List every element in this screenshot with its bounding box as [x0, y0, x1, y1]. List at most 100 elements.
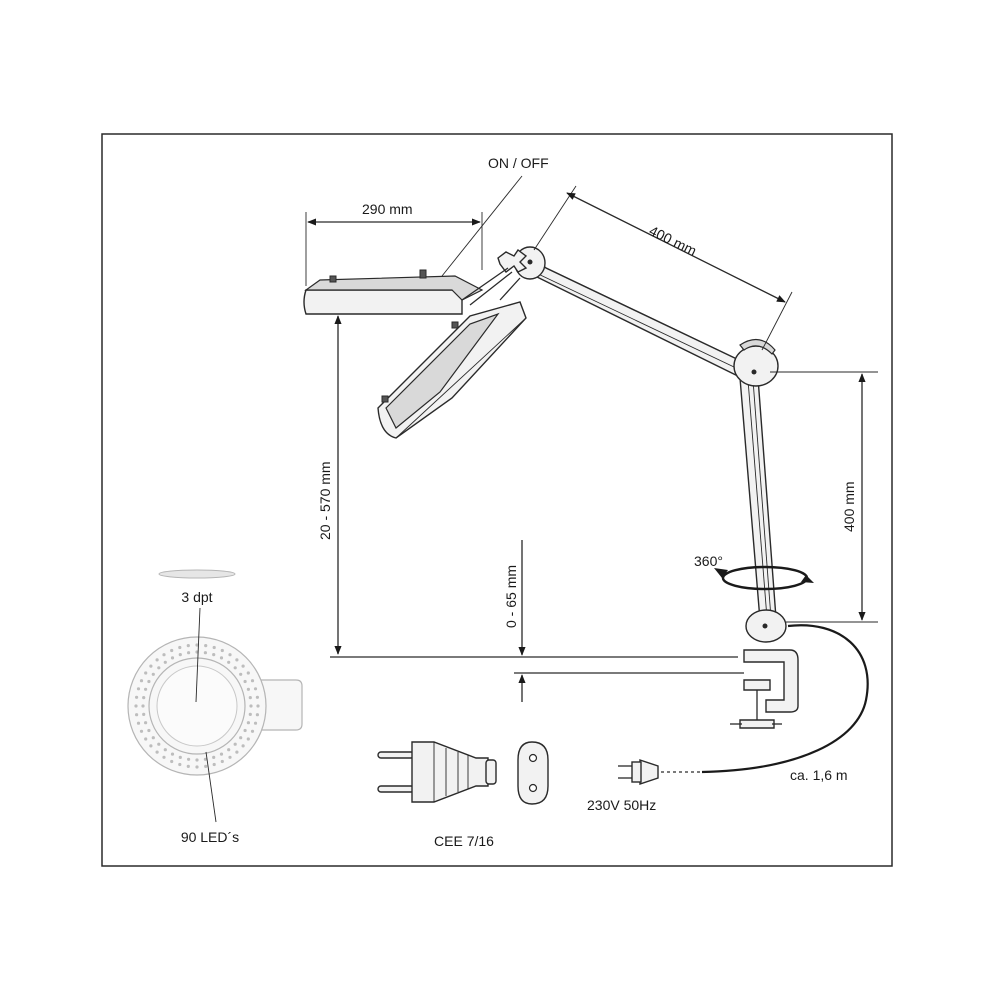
led-dot [243, 728, 247, 733]
led-dot [233, 666, 237, 670]
leds-label: 90 LED´s [181, 829, 239, 845]
led-dot [170, 752, 175, 756]
led-dot [178, 653, 182, 657]
lamp-head-horizontal [303, 267, 513, 315]
led-dot [134, 704, 138, 708]
led-dot [157, 666, 161, 670]
led-dot [147, 728, 151, 733]
led-dot [144, 687, 148, 691]
lamp-head-tilted [377, 277, 527, 439]
led-dot [227, 748, 231, 752]
led-dot [212, 653, 216, 657]
led-dot [255, 695, 259, 699]
led-dot [139, 679, 144, 683]
led-dot [141, 704, 145, 708]
led-dot [228, 755, 232, 759]
led-dot [195, 643, 199, 647]
led-dot [178, 645, 182, 650]
led-dot [220, 759, 224, 764]
dim-height [320, 313, 738, 658]
led-dot [219, 656, 224, 660]
led-dot [239, 672, 243, 676]
led-dot [136, 687, 141, 691]
switch-label: ON / OFF [488, 155, 549, 171]
led-dot [136, 721, 141, 725]
lens-side-icon [158, 569, 236, 579]
led-dot [241, 744, 245, 748]
dim-clamp [514, 540, 744, 702]
small-plug [618, 759, 659, 785]
led-dot [135, 695, 139, 699]
led-dot [142, 712, 146, 717]
led-dot [151, 736, 155, 740]
lower-arm-label: 400 mm [841, 481, 857, 532]
led-dot [212, 762, 216, 767]
led-dot [228, 653, 232, 657]
led-dot [250, 679, 255, 683]
led-dot [163, 660, 167, 664]
plug-cee [377, 741, 497, 803]
rotation-label: 360° [694, 553, 723, 569]
led-dot [203, 757, 207, 761]
led-dot [220, 648, 224, 653]
led-dot [233, 742, 237, 746]
led-dot [155, 658, 159, 662]
led-dot [162, 755, 166, 759]
led-dot [239, 736, 243, 740]
led-dot [241, 664, 245, 668]
dim-head-width [305, 212, 483, 286]
power-cable [701, 624, 869, 774]
led-dot [235, 750, 239, 754]
led-dot [246, 721, 250, 725]
table-clamp [730, 649, 799, 729]
dim-lower-arm [770, 371, 878, 623]
led-dot [248, 712, 252, 717]
led-dot [248, 696, 252, 700]
led-dot [149, 744, 153, 748]
led-dot [195, 758, 199, 762]
leds-leader [205, 751, 217, 823]
led-dot [204, 644, 208, 648]
height-label: 20 - 570 mm [317, 461, 333, 540]
led-dot [219, 752, 224, 756]
plug-standard-label: CEE 7/16 [434, 833, 494, 849]
led-dot [147, 679, 151, 684]
led-dot [178, 762, 182, 767]
led-dot [250, 729, 255, 733]
led-dot [170, 648, 174, 653]
led-dot [204, 764, 208, 769]
led-dot [186, 764, 190, 769]
led-dot [255, 713, 259, 717]
led-dot [195, 765, 199, 769]
led-dot [256, 704, 260, 708]
led-dots [134, 643, 260, 769]
rotation-arrow [714, 565, 814, 591]
led-dot [139, 729, 144, 733]
led-dot [149, 664, 153, 668]
led-dot [151, 672, 155, 676]
led-dot [170, 759, 174, 764]
led-dot [144, 671, 148, 675]
led-dot [178, 755, 182, 760]
led-dot [253, 687, 258, 691]
cable-length-label: ca. 1,6 m [790, 767, 848, 783]
lens-leader [195, 607, 201, 703]
led-dot [249, 704, 253, 708]
led-dot [253, 721, 258, 725]
led-dot [187, 757, 191, 761]
led-dot [155, 750, 159, 754]
upper-arm-label: 400 mm [647, 222, 699, 259]
lens-label: 3 dpt [181, 589, 212, 605]
led-dot [144, 737, 148, 741]
led-dot [227, 660, 231, 664]
led-dot [170, 656, 175, 660]
led-dot [203, 651, 207, 655]
led-dot [246, 687, 250, 691]
led-dot [212, 755, 216, 760]
power-label: 230V 50Hz [587, 797, 656, 813]
led-dot [163, 748, 167, 752]
lamp-arm [497, 246, 787, 643]
head-width-label: 290 mm [362, 201, 413, 217]
diagram-frame [101, 133, 893, 867]
